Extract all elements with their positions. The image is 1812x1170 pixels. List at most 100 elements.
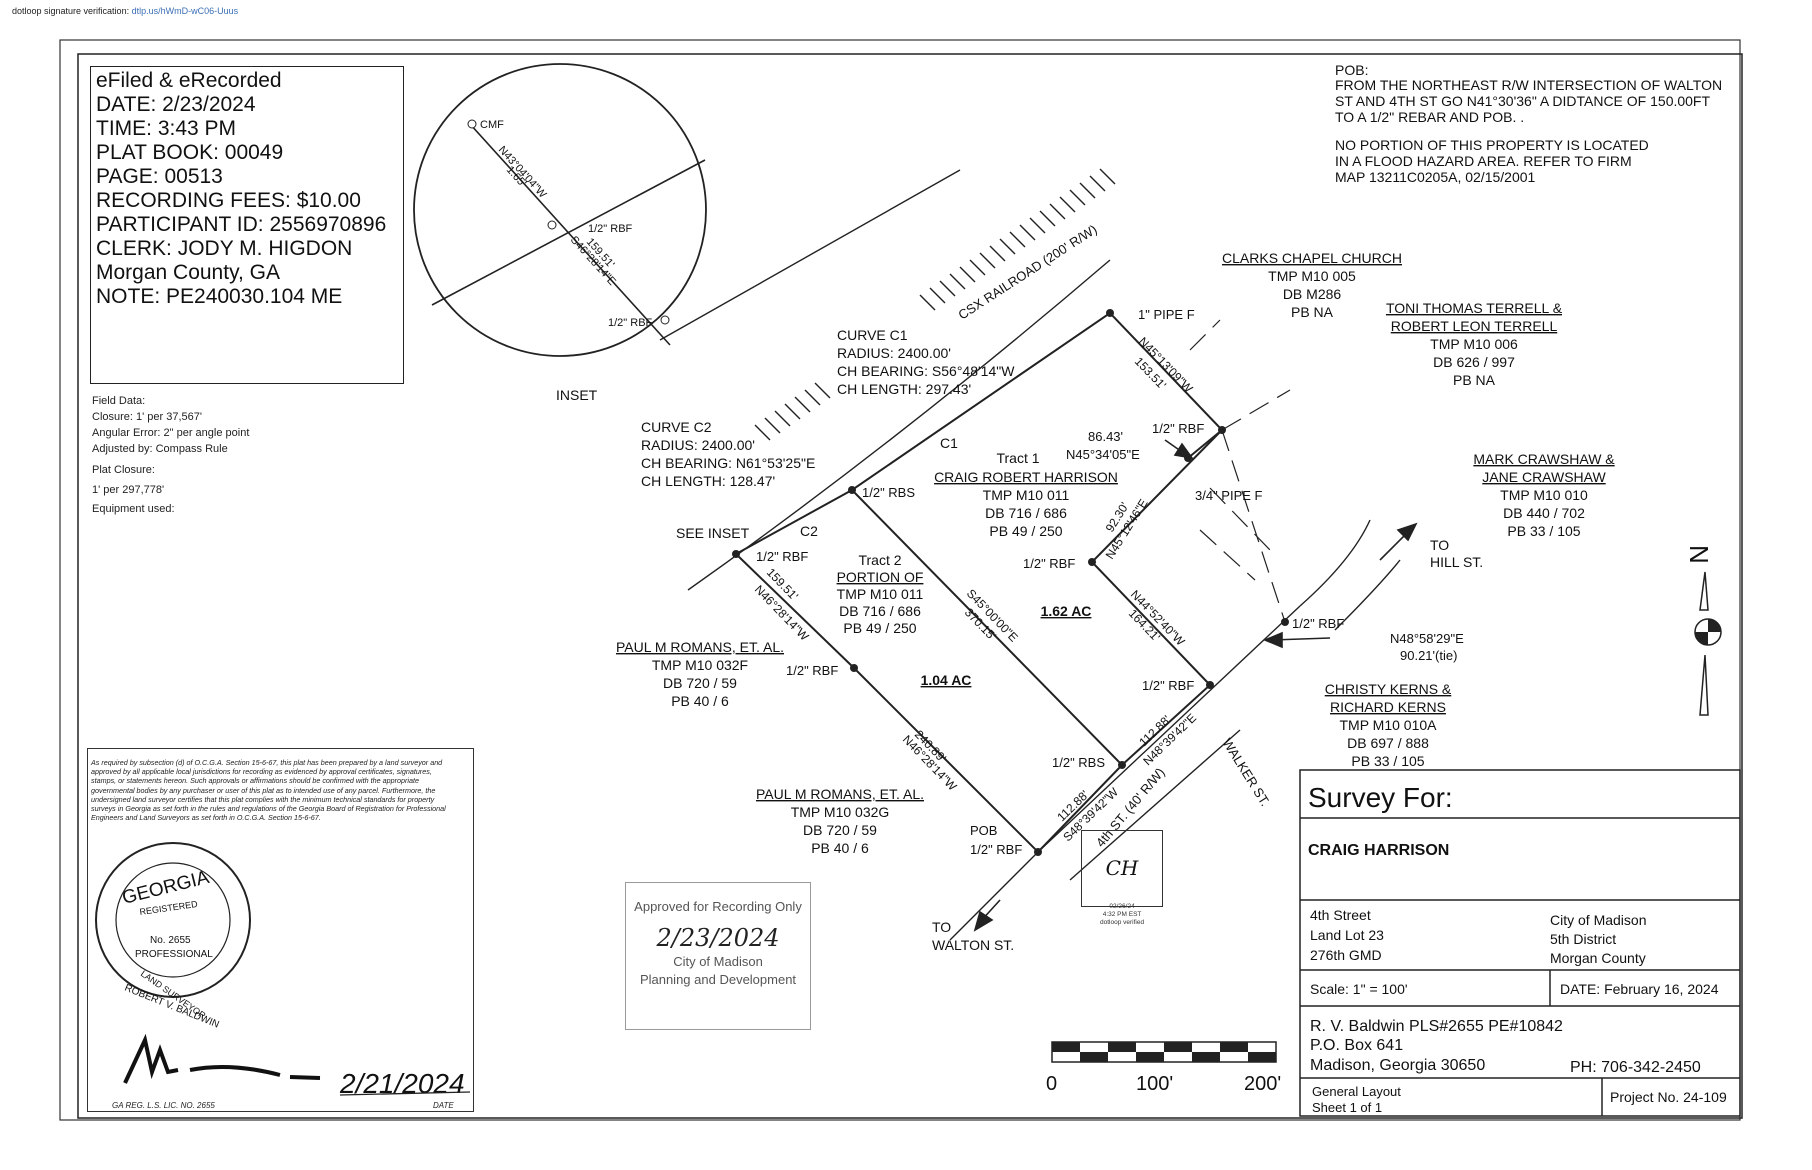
- svg-text:PB NA: PB NA: [1453, 372, 1496, 388]
- tb-scale: Scale: 1" = 100': [1310, 981, 1408, 997]
- svg-text:PAUL M ROMANS, ET. AL.: PAUL M ROMANS, ET. AL.: [756, 786, 924, 802]
- rbs-label-n: 1/2" RBS: [862, 485, 915, 500]
- tb-layout: General Layout: [1312, 1084, 1401, 1099]
- scale-end: 200': [1244, 1073, 1281, 1095]
- pipe-34-label: 3/4" PIPE F: [1195, 488, 1263, 503]
- monuments: [732, 309, 1289, 856]
- surveyor-signature: [123, 1033, 321, 1084]
- tb-county: Morgan County: [1550, 950, 1646, 966]
- curve-c1-name: CURVE C1: [837, 327, 908, 343]
- c1-label: C1: [940, 435, 958, 451]
- rec-time: TIME: 3:43 PM: [96, 117, 237, 140]
- svg-text:CHRISTY KERNS &: CHRISTY KERNS &: [1325, 681, 1452, 697]
- approved-sign-date: 2/23/2024: [656, 924, 780, 952]
- neighbor-crawshaw: MARK CRAWSHAW & JANE CRAWSHAW TMP M10 01…: [1473, 451, 1615, 539]
- tract2-pb: PB 49 / 250: [843, 620, 916, 636]
- tb-date: DATE: February 16, 2024: [1560, 981, 1719, 997]
- field-data: Field Data: Closure: 1' per 37,567' Angu…: [92, 395, 250, 515]
- railroad-edge: [659, 169, 961, 341]
- tract1-area: 1.62 AC: [1041, 603, 1092, 619]
- svg-text:RICHARD KERNS: RICHARD KERNS: [1330, 699, 1446, 715]
- neighbor-kerns: CHRISTY KERNS & RICHARD KERNS TMP M10 01…: [1325, 681, 1452, 769]
- tract2-area: 1.04 AC: [921, 672, 972, 688]
- tb-district: 5th District: [1550, 931, 1616, 947]
- curve-c2-length: CH LENGTH: 128.47': [641, 473, 775, 489]
- direction-arrows: [973, 439, 1418, 932]
- initials-stamp: CH: [1081, 830, 1163, 907]
- inset-cmf: CMF: [480, 119, 504, 131]
- svg-text:TMP M10 010A: TMP M10 010A: [1339, 717, 1437, 733]
- rec-note: NOTE: PE240030.104 ME: [96, 285, 343, 308]
- svg-text:FROM THE NORTHEAST R/W INTERSE: FROM THE NORTHEAST R/W INTERSECTION OF W…: [1335, 77, 1722, 93]
- tb-gmd: 276th GMD: [1310, 947, 1382, 963]
- svg-text:ST AND 4TH ST GO N41°30'36" A: ST AND 4TH ST GO N41°30'36" A DIDTANCE O…: [1335, 93, 1710, 109]
- legal-text: As required by subsection (d) of O.C.G.A…: [91, 758, 446, 823]
- rec-clerk: CLERK: JODY M. HIGDON: [96, 237, 353, 260]
- railroad-line: [687, 259, 1111, 591]
- dist-86: 86.43': [1088, 429, 1123, 444]
- client-name: CRAIG HARRISON: [1308, 842, 1449, 859]
- inset-label: INSET: [556, 387, 598, 403]
- tb-phone: PH: 706-342-2450: [1570, 1059, 1701, 1076]
- tract1-label: Tract 1: [996, 450, 1039, 466]
- svg-text:JANE CRAWSHAW: JANE CRAWSHAW: [1482, 469, 1606, 485]
- rec-plat-book: PLAT BOOK: 00049: [96, 141, 284, 164]
- rbf-label-sw: 1/2" RBF: [786, 663, 838, 678]
- svg-text:TONI THOMAS TERRELL &: TONI THOMAS TERRELL &: [1386, 300, 1563, 316]
- c2-label: C2: [800, 523, 818, 539]
- walton-st-label: WALTON ST.: [932, 937, 1014, 953]
- north-arrow-icon: N: [1684, 545, 1722, 716]
- tb-surveyor: R. V. Baldwin PLS#2655 PE#10842: [1310, 1018, 1563, 1035]
- svg-text:MAP 13211C0205A, 02/15/2001: MAP 13211C0205A, 02/15/2001: [1335, 169, 1536, 185]
- pob-label: POB: [970, 823, 997, 838]
- verification-link[interactable]: dtlp.us/hWmD-wC06-Uuus: [131, 6, 239, 16]
- rec-participant: PARTICIPANT ID: 2556970896: [96, 213, 387, 236]
- svg-text:DB 440 / 702: DB 440 / 702: [1503, 505, 1585, 521]
- svg-text:PB 40 / 6: PB 40 / 6: [671, 693, 729, 709]
- tb-city: City of Madison: [1550, 912, 1646, 928]
- neighbor-clarks: CLARKS CHAPEL CHURCH TMP M10 005 DB M286…: [1222, 250, 1402, 320]
- railroad-label: CSX RAILROAD (200' R/W): [955, 222, 1099, 323]
- inset-brg1: N43°04'04"W: [496, 144, 549, 201]
- tb-sheet: Sheet 1 of 1: [1312, 1100, 1382, 1115]
- svg-text:PB NA: PB NA: [1291, 304, 1334, 320]
- tract1-db: DB 716 / 686: [985, 505, 1067, 521]
- tie-bearing: N48°58'29"E: [1390, 631, 1464, 646]
- tb-address: Madison, Georgia 30650: [1310, 1057, 1485, 1074]
- svg-text:TMP M10 010: TMP M10 010: [1500, 487, 1588, 503]
- to-walton-label: TO: [932, 919, 951, 935]
- svg-text:DB 697 / 888: DB 697 / 888: [1347, 735, 1429, 751]
- svg-text:PB 40 / 6: PB 40 / 6: [811, 840, 869, 856]
- scale-mid: 100': [1136, 1073, 1173, 1095]
- neighbor-romans2: PAUL M ROMANS, ET. AL. TMP M10 032G DB 7…: [756, 786, 924, 856]
- approved-for-recording-stamp: Approved for Recording Only 2/23/2024 Ci…: [625, 882, 811, 1030]
- rbf-label-tie: 1/2" RBF: [1292, 616, 1344, 631]
- scale-bar: 0 100' 200': [1046, 1041, 1281, 1095]
- tb-land-lot: Land Lot 23: [1310, 927, 1384, 943]
- rbf-label-pob: 1/2" RBF: [970, 842, 1022, 857]
- dotloop-verification: dotloop signature verification: dtlp.us/…: [12, 6, 238, 16]
- svg-text:TMP M10 006: TMP M10 006: [1430, 336, 1518, 352]
- tract2-portion: PORTION OF: [837, 569, 924, 585]
- survey-for: Survey For:: [1308, 782, 1453, 813]
- see-inset-label: SEE INSET: [676, 525, 750, 541]
- pob-notes: POB: FROM THE NORTHEAST R/W INTERSECTION…: [1335, 62, 1722, 185]
- inset-detail: CMF N43°04'04"W 1.65' 1/2" RBF 159.51' S…: [413, 63, 707, 403]
- rec-page: PAGE: 00513: [96, 165, 223, 188]
- rbf-label-mid: 1/2" RBF: [1023, 556, 1075, 571]
- verification-label: dotloop signature verification:: [12, 6, 130, 16]
- curve-c1-length: CH LENGTH: 297.43': [837, 381, 971, 397]
- svg-text:TO A 1/2" REBAR AND POB. .: TO A 1/2" REBAR AND POB. .: [1335, 109, 1524, 125]
- rbf-label-w: 1/2" RBF: [756, 549, 808, 564]
- tb-street: 4th Street: [1310, 907, 1371, 923]
- walker-st-label: WALKER ST.: [1219, 736, 1272, 809]
- svg-text:TMP M10 032G: TMP M10 032G: [791, 804, 890, 820]
- svg-text:IN A FLOOD HAZARD AREA. REFER: IN A FLOOD HAZARD AREA. REFER TO FIRM: [1335, 153, 1632, 169]
- brg-n45-34: N45°34'05"E: [1066, 447, 1140, 462]
- curve-c2-bearing: CH BEARING: N61°53'25"E: [641, 455, 815, 471]
- svg-text:TMP M10 005: TMP M10 005: [1268, 268, 1356, 284]
- adjoiner-lines: [1189, 319, 1291, 623]
- svg-text:MARK CRAWSHAW &: MARK CRAWSHAW &: [1473, 451, 1615, 467]
- svg-text:DB 720 / 59: DB 720 / 59: [803, 822, 877, 838]
